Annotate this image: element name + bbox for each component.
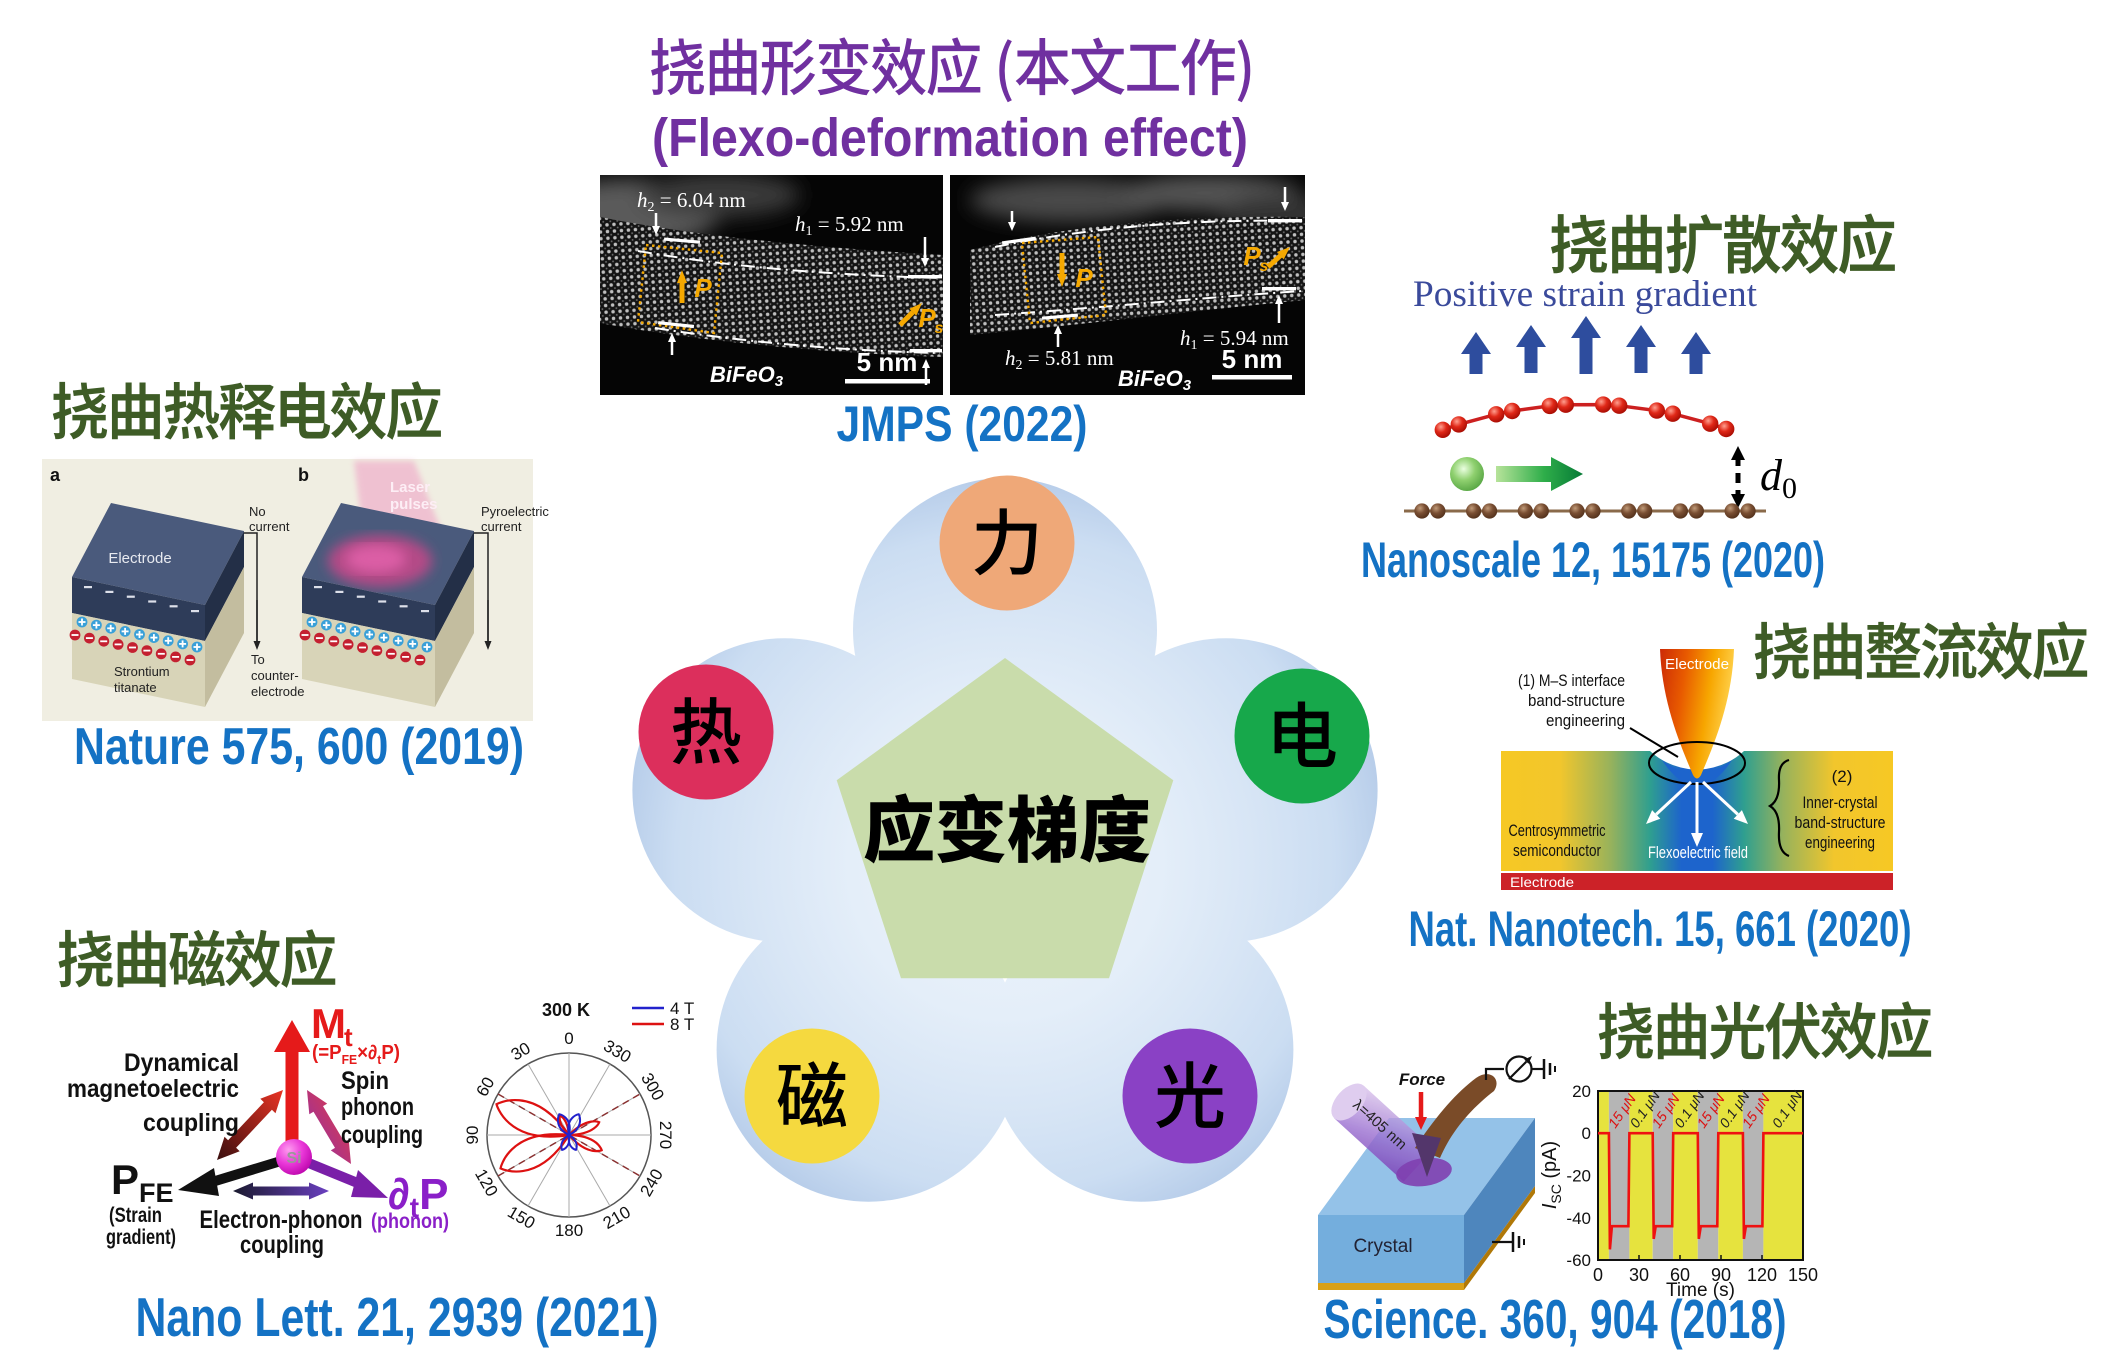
svg-text:BiFeO3: BiFeO3: [710, 362, 784, 390]
svg-text:b: b: [298, 465, 309, 485]
svg-text:(=PFE×∂tP): (=PFE×∂tP): [312, 1042, 400, 1067]
svg-text:Nat. Nanotech. 15, 661 (2020): Nat. Nanotech. 15, 661 (2020): [1409, 901, 1912, 957]
svg-text:0: 0: [1582, 1124, 1591, 1143]
svg-text:Positive strain gradient: Positive strain gradient: [1413, 274, 1758, 315]
svg-text:Science. 360, 904 (2018): Science. 360, 904 (2018): [1324, 1288, 1787, 1350]
svg-text:P: P: [694, 273, 712, 303]
svg-text:Inner-crystal: Inner-crystal: [1803, 793, 1878, 812]
svg-text:h1 = 5.92 nm: h1 = 5.92 nm: [795, 212, 904, 239]
svg-text:60: 60: [1670, 1265, 1690, 1285]
svg-text:150: 150: [1788, 1265, 1818, 1285]
svg-text:Pyroelectric: Pyroelectric: [481, 504, 549, 519]
svg-text:Si: Si: [286, 1150, 301, 1167]
svg-text:5 nm: 5 nm: [1222, 344, 1283, 374]
svg-text:band-structure: band-structure: [1795, 813, 1886, 832]
svg-text:(2): (2): [1832, 767, 1853, 786]
svg-text:h2 = 5.81 nm: h2 = 5.81 nm: [1005, 346, 1114, 373]
svg-text:Spin: Spin: [341, 1067, 389, 1095]
svg-text:30: 30: [1629, 1265, 1649, 1285]
svg-text:magnetoelectric: magnetoelectric: [67, 1075, 239, 1103]
svg-text:h1 = 5.94 nm: h1 = 5.94 nm: [1180, 326, 1289, 353]
svg-text:current: current: [249, 519, 290, 534]
svg-text:(1) M–S interface: (1) M–S interface: [1518, 671, 1625, 690]
svg-text:Nanoscale 12, 15175 (2020): Nanoscale 12, 15175 (2020): [1361, 532, 1825, 588]
svg-text:-40: -40: [1566, 1209, 1591, 1228]
svg-text:60: 60: [473, 1074, 499, 1100]
svg-text:BiFeO3: BiFeO3: [1118, 366, 1192, 394]
svg-text:d0: d0: [1760, 451, 1797, 505]
svg-text:0: 0: [564, 1029, 573, 1048]
svg-text:180: 180: [555, 1221, 583, 1240]
svg-text:(Strain: (Strain: [109, 1204, 162, 1227]
svg-text:No: No: [249, 504, 266, 519]
svg-text:4 T: 4 T: [670, 999, 694, 1018]
svg-text:Centrosymmetric: Centrosymmetric: [1509, 821, 1606, 840]
svg-text:270: 270: [656, 1121, 675, 1149]
svg-text:Nature 575, 600 (2019): Nature 575, 600 (2019): [74, 718, 524, 776]
svg-text:gradient): gradient): [106, 1226, 176, 1249]
svg-text:counter-: counter-: [251, 668, 299, 683]
svg-text:P: P: [1243, 241, 1261, 271]
svg-text:Electrode: Electrode: [1665, 656, 1729, 673]
svg-text:90: 90: [1711, 1265, 1731, 1285]
svg-text:Electrode: Electrode: [108, 550, 171, 567]
svg-text:band-structure: band-structure: [1528, 691, 1625, 710]
svg-text:JMPS (2022): JMPS (2022): [837, 396, 1088, 452]
svg-text:a: a: [50, 465, 61, 485]
svg-text:Nano Lett. 21, 2939 (2021): Nano Lett. 21, 2939 (2021): [136, 1286, 659, 1348]
svg-text:h2 = 6.04 nm: h2 = 6.04 nm: [637, 188, 746, 215]
svg-text:Electron-phonon: Electron-phonon: [200, 1206, 363, 1234]
svg-text:electrode: electrode: [251, 684, 304, 699]
svg-text:pulses: pulses: [390, 496, 438, 513]
svg-text:P: P: [918, 303, 936, 333]
svg-text:-20: -20: [1566, 1167, 1591, 1186]
svg-text:5 nm: 5 nm: [857, 347, 918, 377]
svg-text:Crystal: Crystal: [1353, 1236, 1412, 1257]
svg-text:30: 30: [508, 1039, 534, 1065]
svg-text:Force: Force: [1399, 1070, 1445, 1089]
svg-text:current: current: [481, 519, 522, 534]
svg-text:Strontium: Strontium: [114, 664, 170, 679]
svg-text:Flexoelectric field: Flexoelectric field: [1648, 843, 1748, 862]
svg-text:Dynamical: Dynamical: [124, 1049, 239, 1077]
svg-text:-60: -60: [1566, 1251, 1591, 1270]
svg-text:PFE: PFE: [111, 1156, 174, 1208]
svg-text:coupling: coupling: [240, 1231, 324, 1259]
svg-text:20: 20: [1572, 1082, 1591, 1101]
svg-text:8 T: 8 T: [670, 1015, 694, 1034]
svg-text:(phonon): (phonon): [371, 1210, 449, 1233]
svg-text:Time (s): Time (s): [1666, 1280, 1735, 1301]
svg-text:titanate: titanate: [114, 680, 157, 695]
svg-text:Electrode: Electrode: [1510, 874, 1574, 890]
svg-text:s: s: [1260, 258, 1269, 275]
svg-text:coupling: coupling: [341, 1121, 423, 1149]
svg-text:0: 0: [1593, 1265, 1603, 1285]
svg-text:semiconductor: semiconductor: [1513, 841, 1601, 860]
svg-text:120: 120: [1747, 1265, 1777, 1285]
svg-text:∂tP: ∂tP: [388, 1170, 448, 1223]
svg-text:t: t: [344, 1022, 353, 1052]
svg-text:phonon: phonon: [341, 1093, 414, 1121]
svg-text:300 K: 300 K: [542, 1000, 590, 1020]
svg-text:Laser: Laser: [390, 479, 430, 496]
svg-text:(Flexo-deformation effect): (Flexo-deformation effect): [652, 108, 1248, 168]
svg-text:s: s: [935, 320, 944, 337]
svg-text:P: P: [1075, 263, 1093, 293]
svg-text:90: 90: [463, 1126, 482, 1145]
svg-text:engineering: engineering: [1546, 711, 1625, 730]
svg-text:engineering: engineering: [1805, 833, 1875, 852]
svg-text:ISC (pA): ISC (pA): [1539, 1141, 1564, 1209]
svg-text:coupling: coupling: [143, 1109, 239, 1137]
svg-text:To: To: [251, 652, 265, 667]
svg-text:M: M: [311, 1000, 346, 1047]
